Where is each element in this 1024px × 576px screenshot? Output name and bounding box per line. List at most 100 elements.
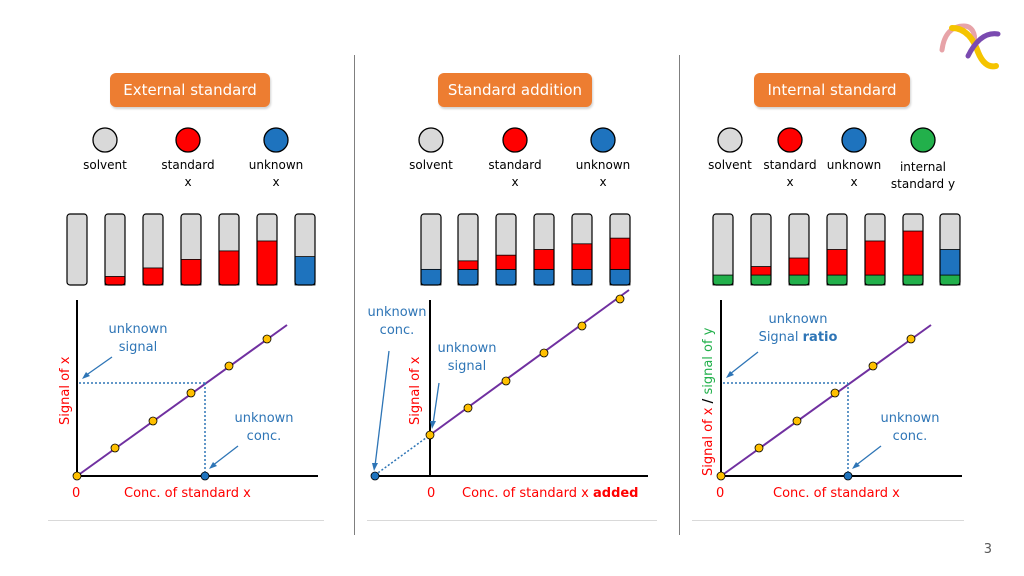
panel-title: Standard addition: [438, 73, 592, 107]
test-tube: [939, 213, 961, 286]
y-axis-label: Signal of x: [58, 356, 73, 425]
origin-label: 0: [716, 486, 725, 501]
signal-annotation-word: Signal: [758, 330, 799, 345]
y-axis-label: Signal of x: [408, 356, 423, 425]
y-axis-label-sep: /: [701, 398, 716, 404]
legend-standard-dot: [777, 127, 803, 153]
unknown-signal-annotation: unknown signal: [108, 322, 168, 355]
internal-legend-dots: [717, 127, 936, 153]
panel-baseline: [692, 520, 964, 521]
legend-standard-label: standard x: [763, 158, 817, 189]
panel-internal-standard: Internal standard solvent standard x unk…: [680, 0, 1024, 576]
legend-unknown-label: unknown x: [248, 158, 304, 189]
external-tubes: [66, 213, 316, 286]
legend-standard-dot: [175, 127, 201, 153]
calibration-points: [425, 294, 625, 440]
x-axis-label: Conc. of standard x added: [462, 486, 639, 501]
test-tube: [457, 213, 479, 286]
test-tube: [420, 213, 442, 286]
panel-title: External standard: [110, 73, 270, 107]
calibration-line: [720, 324, 932, 477]
panel-divider-left: [354, 55, 355, 535]
test-tube: [826, 213, 848, 286]
external-graph: [72, 300, 318, 481]
legend-solvent-label: solvent: [409, 158, 453, 172]
internal-tubes: [712, 213, 961, 286]
legend-solvent-dot: [92, 127, 118, 153]
test-tube: [495, 213, 517, 286]
addition-tubes: [420, 213, 631, 286]
unknown-conc-annotation: unknown conc.: [367, 305, 427, 338]
test-tube: [609, 213, 631, 286]
signal-annotation-line1: unknown: [768, 312, 828, 327]
test-tube: [142, 213, 164, 286]
unknown-conc-point: [843, 471, 853, 481]
x-axis-label: Conc. of standard x: [124, 486, 251, 501]
test-tube: [864, 213, 886, 286]
panel-title: Internal standard: [754, 73, 910, 107]
test-tube: [218, 213, 240, 286]
test-tube: [788, 213, 810, 286]
test-tube: [104, 213, 126, 286]
origin-label: 0: [72, 486, 81, 501]
legend-standard-label: standard x: [161, 158, 215, 189]
x-axis-label-text: Conc. of standard x: [462, 486, 589, 501]
unknown-signal-ratio-annotation: unknown Signal ratio: [759, 311, 838, 347]
conc-arrow: [211, 445, 239, 467]
origin-label: 0: [427, 486, 436, 501]
legend-unknown-dot: [590, 127, 616, 153]
unknown-conc-annotation: unknown conc.: [234, 411, 294, 444]
test-tube: [294, 213, 316, 286]
legend-solvent-dot: [717, 127, 743, 153]
panel-divider-right: [679, 55, 680, 535]
internal-graph: [716, 300, 962, 481]
test-tube: [750, 213, 772, 286]
legend-solvent-label: solvent: [83, 158, 127, 172]
legend-solvent-label: solvent: [708, 158, 752, 172]
logo-icon: [939, 23, 1001, 70]
legend-internal-dot: [910, 127, 936, 153]
unknown-conc-point: [370, 471, 380, 481]
unknown-conc-point: [200, 471, 210, 481]
test-tube: [533, 213, 555, 286]
y-axis-label: Signal of x / signal of y: [701, 328, 716, 476]
signal-arrow: [84, 356, 113, 377]
legend-standard-dot: [502, 127, 528, 153]
calibration-points: [72, 334, 272, 481]
unknown-signal-annotation: unknown signal: [437, 341, 497, 374]
y-axis-label-x: Signal of x: [701, 407, 716, 476]
signal-arrow: [432, 382, 440, 425]
unknown-conc-annotation: unknown conc.: [880, 411, 940, 444]
signal-annotation-line2: Signal ratio: [759, 329, 838, 347]
calibration-points: [716, 334, 916, 481]
conc-arrow: [374, 350, 390, 467]
signal-annotation-bold: ratio: [802, 330, 838, 345]
legend-solvent-dot: [418, 127, 444, 153]
test-tube: [256, 213, 278, 286]
test-tube: [712, 213, 734, 286]
legend-unknown-label: unknown x: [575, 158, 631, 189]
external-legend-dots: [92, 127, 289, 153]
legend-unknown-dot: [841, 127, 867, 153]
y-axis-label-y: signal of y: [701, 327, 716, 395]
test-tube: [571, 213, 593, 286]
panel-baseline: [48, 520, 324, 521]
test-tube: [66, 213, 88, 286]
legend-standard-label: standard x: [488, 158, 542, 189]
panel-external-standard: External standard solvent standard x unk…: [0, 0, 354, 576]
panel-baseline: [367, 520, 657, 521]
legend-unknown-label: unknown x: [826, 158, 882, 189]
panel-standard-addition: Standard addition solvent standard x unk…: [355, 0, 679, 576]
addition-legend-dots: [418, 127, 616, 153]
addition-graph: [370, 289, 648, 481]
x-axis-label-bold: added: [592, 486, 639, 501]
conc-arrow: [854, 445, 882, 467]
signal-arrow: [729, 351, 759, 375]
x-axis-label: Conc. of standard x: [773, 486, 900, 501]
test-tube: [902, 213, 924, 286]
legend-internal-label: internal standard y: [890, 160, 956, 191]
test-tube: [180, 213, 202, 286]
calibration-line: [429, 289, 630, 436]
page-number: 3: [983, 542, 992, 557]
legend-unknown-dot: [263, 127, 289, 153]
